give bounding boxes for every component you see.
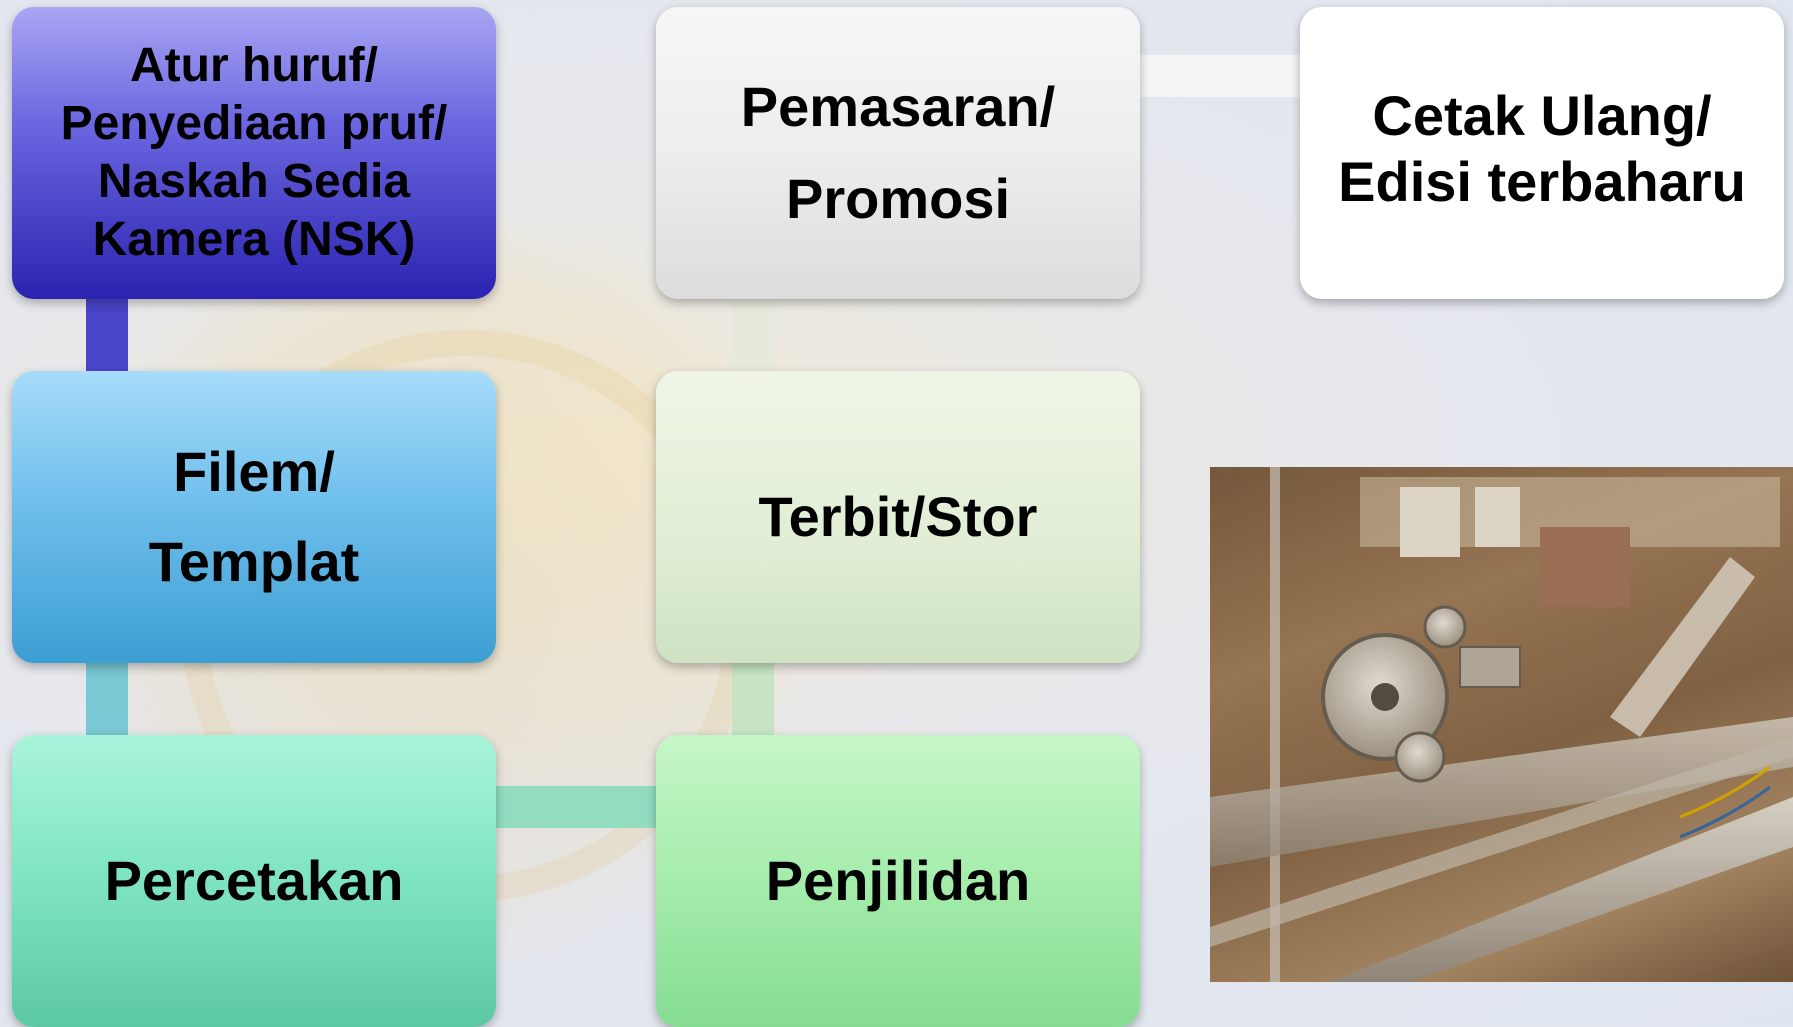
box-cetak-ulang: Cetak Ulang/ Edisi terbaharu xyxy=(1300,7,1784,299)
connector-penjilidan-to-terbit xyxy=(732,662,774,736)
connector-percetakan-to-penjilidan xyxy=(496,786,656,828)
box-filem-templat: Filem/ Templat xyxy=(12,371,496,663)
printing-binding-machine-photo xyxy=(1210,467,1793,982)
box-percetakan-label: Percetakan xyxy=(104,849,404,912)
box-atur-huruf: Atur huruf/ Penyediaan pruf/ Naskah Sedi… xyxy=(12,7,496,299)
box-penjilidan-label: Penjilidan xyxy=(765,849,1031,912)
box-filem-templat-label: Filem/ Templat xyxy=(148,440,360,593)
connector-pemasaran-to-cetak-ulang xyxy=(1140,55,1300,97)
box-terbit-stor-label: Terbit/Stor xyxy=(758,485,1038,548)
machine-illustration xyxy=(1210,467,1793,982)
box-terbit-stor: Terbit/Stor xyxy=(656,371,1140,663)
box-penjilidan: Penjilidan xyxy=(656,735,1140,1027)
box-atur-huruf-label: Atur huruf/ Penyediaan pruf/ Naskah Sedi… xyxy=(60,39,448,266)
connector-terbit-to-pemasaran xyxy=(732,298,774,372)
box-percetakan: Percetakan xyxy=(12,735,496,1027)
connector-atur-to-filem xyxy=(86,298,128,372)
box-pemasaran-promosi: Pemasaran/ Promosi xyxy=(656,7,1140,299)
box-cetak-ulang-label: Cetak Ulang/ Edisi terbaharu xyxy=(1338,84,1746,213)
box-pemasaran-promosi-label: Pemasaran/ Promosi xyxy=(740,75,1056,230)
connector-filem-to-percetakan xyxy=(86,662,128,736)
